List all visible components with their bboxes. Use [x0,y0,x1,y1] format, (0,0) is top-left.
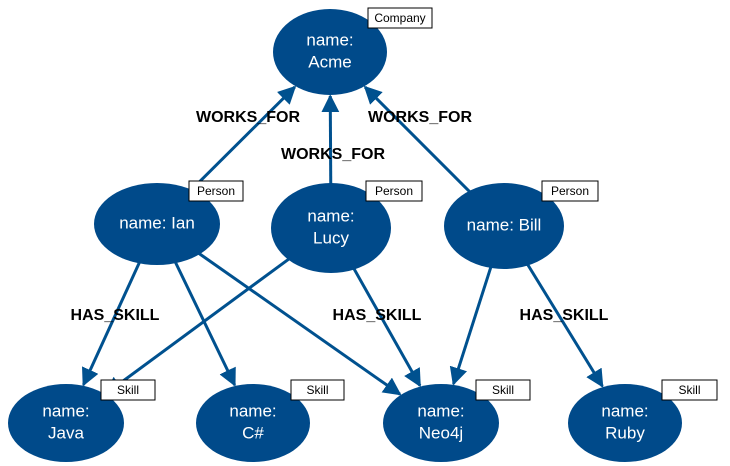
edge-bill-to-acme [363,85,471,193]
edge-lucy-to-acme [321,94,340,185]
node-ruby: name: Ruby Skill [568,379,718,462]
edge-ian-to-neo4j [198,252,402,396]
node-text-csharp: C# [242,423,264,442]
node-text-acme: Acme [308,52,351,71]
node-label-csharp: Skill [306,383,328,397]
node-text-csharp: name: [229,401,276,420]
node-bill: name: Bill Person [444,180,599,269]
node-ellipse-lucy [271,183,391,273]
relationship-labels-layer: WORKS_FOR WORKS_FOR WORKS_FOR HAS_SKILL HAS_… [71,109,609,324]
rel-works-for-lucy-label: WORKS_FOR [281,146,385,163]
node-text-ian: name: Ian [119,213,195,232]
node-label-lucy: Person [375,184,413,198]
node-label-box-neo4j [475,379,531,401]
node-label-box-acme [367,7,433,29]
node-text-java: name: [42,401,89,420]
node-ellipse-acme [273,9,387,95]
node-label-box-bill [541,180,599,202]
nodes-layer: name: Acme Company name: Ian Person name: Lucy… [8,7,718,462]
node-label-box-csharp [290,379,345,401]
rel-has-skill-lucy-label: HAS_SKILL [333,307,422,324]
node-label-neo4j: Skill [492,383,514,397]
edge-lucy-to-neo4j [352,267,422,388]
node-text-ruby: name: [601,401,648,420]
node-ellipse-ian [94,183,220,265]
edge-bill-to-neo4j [449,266,493,386]
edges-layer [82,85,604,396]
edge-bill-to-ruby [526,263,604,388]
node-lucy: name: Lucy Person [271,180,423,273]
node-java: name: Java Skill [8,379,156,462]
edge-ian-to-csharp [174,261,237,387]
node-text-ruby: Ruby [605,423,645,442]
node-label-ian: Person [197,184,235,198]
rel-works-for-bill-label: WORKS_FOR [368,109,472,126]
node-text-bill: name: Bill [467,215,542,234]
node-text-neo4j: Neo4j [419,423,463,442]
node-ellipse-bill [444,183,564,269]
node-label-box-ruby [661,379,718,401]
node-ellipse-ruby [568,384,682,462]
node-acme: name: Acme Company [273,7,433,95]
rel-has-skill-ian-label: HAS_SKILL [71,307,160,324]
node-label-box-java [100,379,156,401]
node-text-neo4j: name: [417,401,464,420]
node-text-java: Java [48,423,84,442]
node-csharp: name: C# Skill [196,379,345,462]
node-ellipse-csharp [196,384,310,462]
node-ellipse-java [8,384,124,462]
rel-has-skill-bill-label: HAS_SKILL [520,307,609,324]
node-text-lucy: Lucy [313,228,349,247]
edge-lucy-to-java [104,257,290,395]
rel-works-for-ian-label: WORKS_FOR [196,109,300,126]
node-ellipse-neo4j [383,384,499,462]
node-label-java: Skill [117,383,139,397]
edge-ian-to-java [82,261,141,387]
node-label-box-lucy [365,180,423,202]
node-text-lucy: name: [307,206,354,225]
node-ian: name: Ian Person [94,180,244,265]
node-label-ruby: Skill [678,383,700,397]
node-neo4j: name: Neo4j Skill [383,379,531,462]
edge-ian-to-acme [189,85,297,192]
node-label-box-ian [188,180,244,202]
node-text-acme: name: [306,30,353,49]
node-label-acme: Company [374,11,425,25]
node-label-bill: Person [551,184,589,198]
